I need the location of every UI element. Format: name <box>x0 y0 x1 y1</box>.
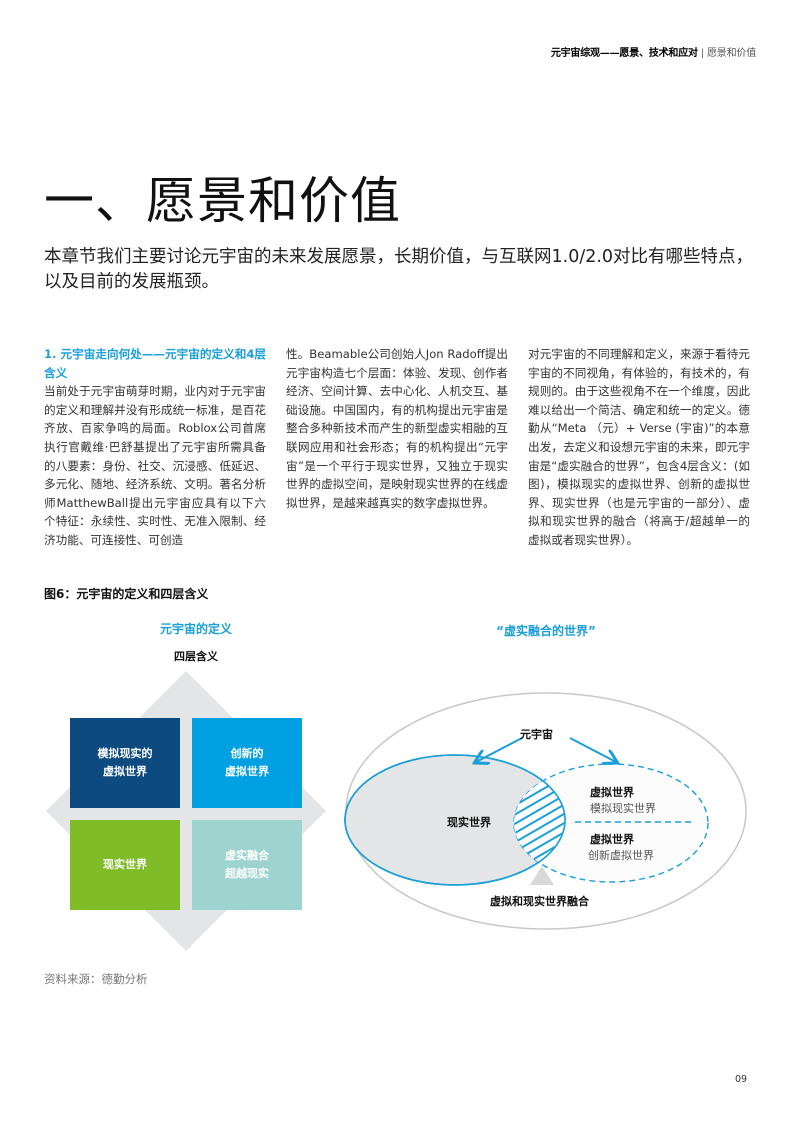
header-separator: | <box>700 48 704 59</box>
quadrant-label: 虚实融合 <box>225 849 269 862</box>
virtual-world-1-title: 虚拟世界 <box>590 786 634 799</box>
quadrant-innovative-virtual-world: 创新的虚拟世界 <box>192 718 302 808</box>
column-1-body: 当前处于元宇宙萌芽时期，业内对于元宇宙的定义和理解并没有形成统一标准，是百花齐放… <box>44 384 266 547</box>
running-header: 元宇宙综观——愿景、技术和应对|愿景和价值 <box>520 44 756 59</box>
arrow-to-real-world <box>476 737 523 762</box>
virtual-world-1-subtitle: 模拟现实世界 <box>590 802 656 815</box>
source-note: 资料来源：德勤分析 <box>44 972 148 986</box>
text-column-1: 1. 元宇宙走向何处——元宇宙的定义和4层含义 当前处于元宇宙萌芽时期，业内对于… <box>44 345 266 550</box>
fusion-pointer-triangle <box>530 866 554 885</box>
text-column-2: 性。Beamable公司创始人Jon Radoff提出元宇宙构造七个层面：体验、… <box>286 347 508 510</box>
section-heading: 1. 元宇宙走向何处——元宇宙的定义和4层含义 <box>44 347 266 380</box>
header-section: 愿景和价值 <box>707 48 756 59</box>
arrow-to-virtual-world <box>569 737 616 762</box>
fusion-world-title: “虚实融合的世界” <box>496 624 596 638</box>
real-world-label: 现实世界 <box>447 816 491 829</box>
virtual-world-2-subtitle: 创新虚拟世界 <box>588 849 654 862</box>
quadrant-label: 现实世界 <box>103 858 147 871</box>
intro-paragraph: 本章节我们主要讨论元宇宙的未来发展愿景，长期价值，与互联网1.0/2.0对比有哪… <box>44 247 754 292</box>
virtual-world-2-title: 虚拟世界 <box>590 833 634 846</box>
real-world-outline <box>344 754 566 886</box>
quadrant-label: 模拟现实的 <box>97 747 153 760</box>
four-layers-label: 四层含义 <box>174 650 218 663</box>
quadrant-real-world: 现实世界 <box>70 820 180 910</box>
page-number: 09 <box>735 1074 748 1085</box>
quadrant-label: 超越现实 <box>225 867 269 880</box>
quadrant-label: 创新的 <box>230 747 264 760</box>
venn-diagram <box>344 692 747 930</box>
figure-caption: 图6：元宇宙的定义和四层含义 <box>44 587 209 601</box>
fusion-label: 虚拟和现实世界融合 <box>490 895 589 908</box>
report-title: 元宇宙综观——愿景、技术和应对 <box>550 48 698 59</box>
quadrant-label: 虚拟世界 <box>225 765 269 778</box>
text-column-3: 对元宇宙的不同理解和定义，来源于看待元宇宙的不同视角，有体验的，有技术的，有规则… <box>528 347 750 547</box>
metaverse-label: 元宇宙 <box>520 728 553 741</box>
definition-title: 元宇宙的定义 <box>159 622 232 636</box>
quadrant-fusion-beyond-reality: 虚实融合超越现实 <box>192 820 302 910</box>
quadrant-simulated-virtual-world: 模拟现实的虚拟世界 <box>70 718 180 808</box>
quadrant-label: 虚拟世界 <box>103 765 147 778</box>
page-title: 一、愿景和价值 <box>44 172 401 230</box>
